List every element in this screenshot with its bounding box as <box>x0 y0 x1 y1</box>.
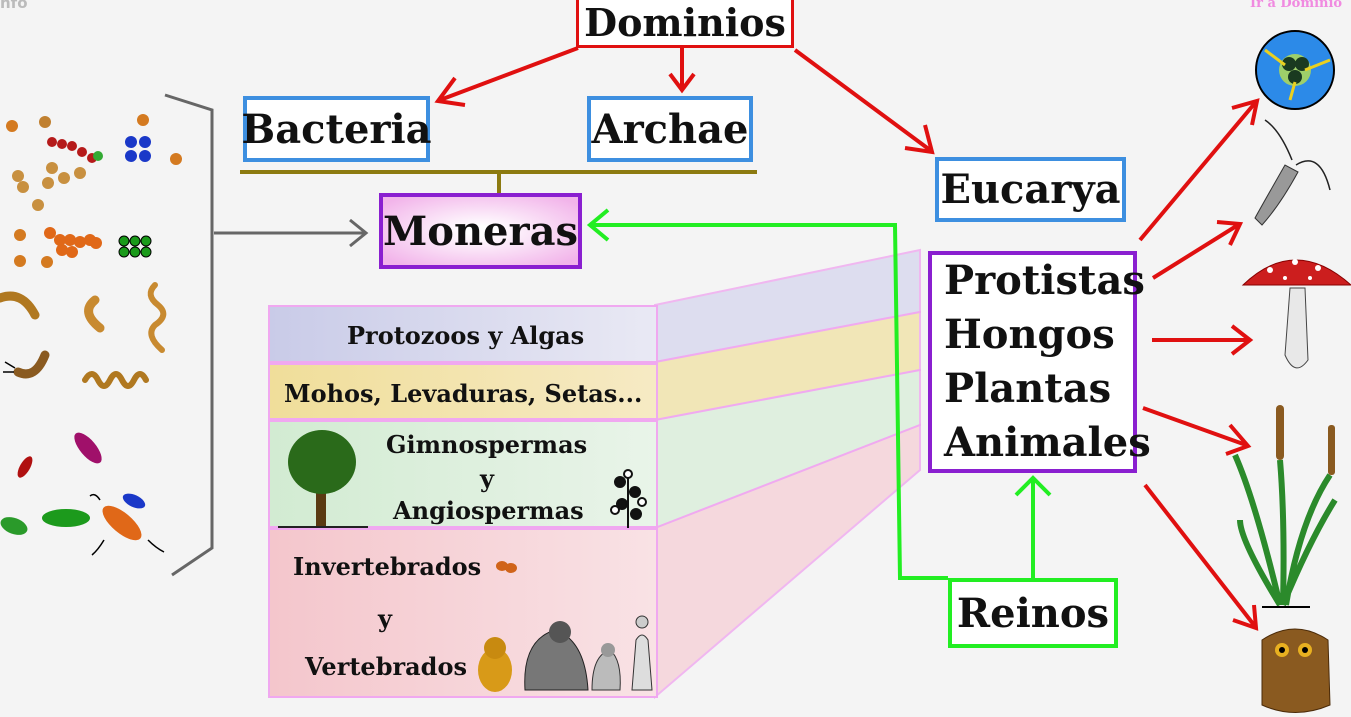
band-plants-label-2: y <box>480 464 494 493</box>
protist-image <box>1255 30 1335 110</box>
band-plants-label-3: Angiospermas <box>393 496 584 525</box>
band-plants-label-1: Gimnospermas <box>386 430 588 459</box>
flower-plant-icon <box>610 469 647 528</box>
reino-plantas: Plantas <box>944 365 1112 412</box>
reino-protistas: Protistas <box>944 257 1145 304</box>
band-protists-label: Protozoos y Algas <box>347 321 585 350</box>
plant-icons <box>278 430 647 528</box>
reino-animales: Animales <box>944 419 1151 466</box>
dominios-arrows <box>434 46 935 155</box>
grey-bracket <box>164 93 369 577</box>
olive-bracket <box>240 170 757 196</box>
archae-box: Archae <box>587 96 753 162</box>
band-animals-label-3: Vertebrados <box>305 652 467 681</box>
band-fungi: Mohos, Levaduras, Setas... <box>268 363 658 420</box>
ir-a-dominio-link[interactable]: Ir a Dominio <box>1250 0 1343 11</box>
band-animals-label-1: Invertebrados <box>293 552 482 581</box>
monkey-icon <box>478 637 512 692</box>
reino-hongos: Hongos <box>944 311 1115 358</box>
tree-icon <box>278 430 368 528</box>
corner-left-label[interactable]: nfo <box>0 0 28 12</box>
ape-icon <box>591 643 621 691</box>
kingdom-arrows <box>1138 98 1260 631</box>
plant-image <box>1232 405 1338 608</box>
green-arrows <box>586 208 1052 580</box>
mushroom-spore-image <box>1254 119 1331 226</box>
band-animals: Invertebrados y Vertebrados <box>268 528 658 698</box>
butterfly-icon <box>496 561 517 573</box>
gorilla-icon <box>524 621 589 691</box>
bacteria-box: Bacteria <box>241 96 432 162</box>
band-plants: Gimnospermas y Angiospermas <box>268 420 658 528</box>
band-animals-label-2: y <box>378 604 392 633</box>
moneras-box: Moneras <box>379 193 582 269</box>
band-fungi-label: Mohos, Levaduras, Setas... <box>284 379 643 408</box>
reinos-box: Reinos <box>948 578 1118 648</box>
bacteria-illustrations <box>0 114 182 556</box>
fungus-image <box>1241 259 1351 369</box>
human-icon <box>631 615 653 691</box>
dominios-box: Dominios <box>576 0 794 48</box>
band-protists: Protozoos y Algas <box>268 305 658 363</box>
reinos-list-box: Protistas Hongos Plantas Animales <box>928 251 1151 473</box>
animal-icons <box>478 561 653 692</box>
eucarya-box: Eucarya <box>935 157 1126 222</box>
owl-image <box>1261 628 1331 713</box>
